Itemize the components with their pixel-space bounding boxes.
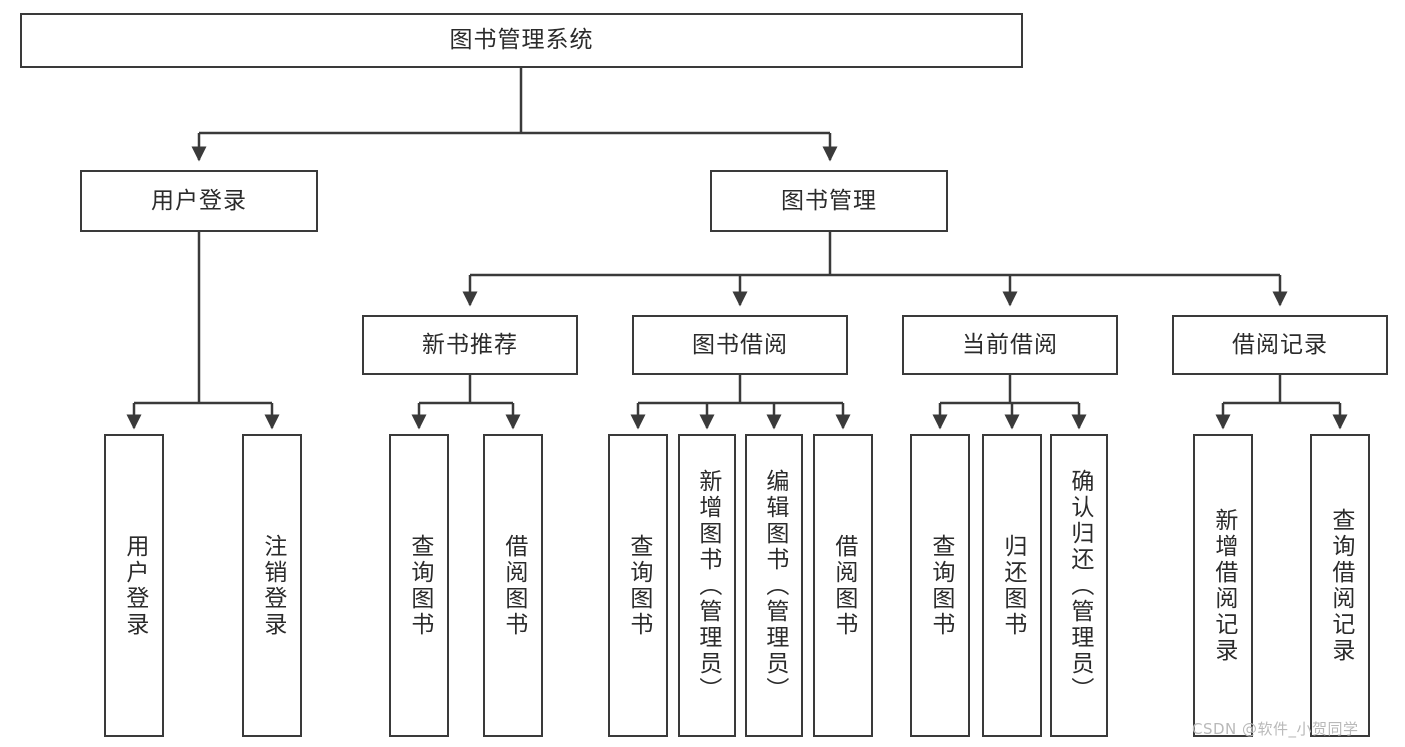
node-label: 归还图书 [999,533,1026,638]
node-label: 图书借阅 [692,331,788,358]
node-label: 用户登录 [121,533,148,638]
node-user-login[interactable]: 用户登录 [80,170,318,232]
leaf-query-book-borrow[interactable]: 查询图书 [608,434,668,737]
leaf-edit-book-admin[interactable]: 编辑图书（管理员） [745,434,803,737]
node-borrow-record[interactable]: 借阅记录 [1172,315,1388,375]
node-label: 新书推荐 [422,331,518,358]
leaf-query-book-rec[interactable]: 查询图书 [389,434,449,737]
node-label: 借阅记录 [1232,331,1328,358]
node-label: 编辑图书（管理员） [761,468,788,703]
node-label: 注销登录 [259,533,286,638]
node-label: 当前借阅 [962,331,1058,358]
leaf-borrow-book[interactable]: 借阅图书 [813,434,873,737]
node-label: 借阅图书 [500,533,527,638]
node-label: 图书管理系统 [449,27,594,53]
node-label: 用户登录 [151,187,247,214]
node-label: 查询图书 [625,533,652,638]
node-label: 新增借阅记录 [1210,507,1237,664]
node-book-management[interactable]: 图书管理 [710,170,948,232]
leaf-query-book-current[interactable]: 查询图书 [910,434,970,737]
leaf-return-book[interactable]: 归还图书 [982,434,1042,737]
leaf-add-book-admin[interactable]: 新增图书（管理员） [678,434,736,737]
node-label: 图书管理 [781,187,877,214]
watermark-csdn: CSDN @软件_小贺同学 [1192,720,1359,738]
node-label: 新增图书（管理员） [694,468,721,703]
leaf-confirm-return-admin[interactable]: 确认归还（管理员） [1050,434,1108,737]
leaf-user-login[interactable]: 用户登录 [104,434,164,737]
node-book-borrow[interactable]: 图书借阅 [632,315,848,375]
leaf-add-borrow-record[interactable]: 新增借阅记录 [1193,434,1253,737]
leaf-logout-login[interactable]: 注销登录 [242,434,302,737]
node-label: 查询借阅记录 [1327,507,1354,664]
node-label: 确认归还（管理员） [1066,468,1093,703]
node-root-system[interactable]: 图书管理系统 [20,13,1023,68]
node-current-borrow[interactable]: 当前借阅 [902,315,1118,375]
node-new-book-recommend[interactable]: 新书推荐 [362,315,578,375]
node-label: 查询图书 [927,533,954,638]
node-label: 借阅图书 [830,533,857,638]
node-label: 查询图书 [406,533,433,638]
leaf-borrow-book-rec[interactable]: 借阅图书 [483,434,543,737]
leaf-query-borrow-record[interactable]: 查询借阅记录 [1310,434,1370,737]
